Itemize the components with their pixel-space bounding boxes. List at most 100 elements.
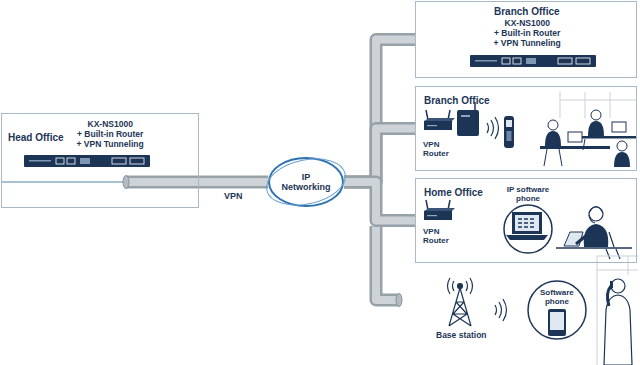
text-slot: Head Office — [8, 132, 64, 144]
pipe-inner — [199, 178, 268, 186]
device-port — [112, 158, 126, 164]
router-top — [424, 118, 455, 121]
pipe-outer — [344, 182, 415, 221]
text-slot: Software phone — [540, 288, 574, 306]
circle-outline — [503, 204, 553, 254]
person-arm — [607, 286, 611, 306]
office-heading: Branch Office — [424, 95, 490, 107]
device-detail — [29, 160, 51, 162]
device-detail — [475, 60, 497, 62]
pipe-inner — [344, 40, 415, 183]
pipe-end — [396, 294, 402, 307]
text-slot: KX-NS1000 — [88, 120, 133, 130]
device-body — [24, 155, 150, 167]
device-port — [80, 158, 90, 164]
signal-arc — [448, 278, 473, 294]
device-port — [130, 158, 144, 164]
pipe-connector — [344, 182, 415, 221]
pipe-end — [123, 176, 129, 189]
pbx-device — [470, 55, 596, 67]
router-top — [424, 208, 455, 211]
circle-ring — [504, 205, 552, 253]
worker-head — [591, 110, 601, 120]
pipe-inner — [376, 226, 399, 300]
phone-label: IP software phone — [500, 185, 556, 203]
network-label: IP Networking — [282, 172, 331, 193]
device-port — [558, 58, 572, 64]
office-box: Branch Office — [415, 86, 637, 171]
device-feature: + VPN Tunneling — [77, 140, 144, 150]
phone-screen — [550, 312, 564, 330]
mobile-user — [597, 256, 638, 365]
wave-arc — [487, 123, 489, 133]
device-label: Base station — [436, 331, 487, 341]
text-slot: IP Networking — [282, 172, 331, 193]
ellipse-swoosh — [262, 152, 349, 212]
text-slot: + VPN Tunneling — [77, 140, 144, 150]
worker-arm — [576, 234, 588, 244]
softphone-keys — [518, 219, 534, 227]
laptop-base — [506, 235, 548, 240]
text-slot: KX-NS1000 — [505, 19, 550, 29]
chair-legs — [544, 139, 585, 166]
person-head — [611, 279, 625, 293]
wave-arc — [491, 120, 494, 136]
base-station-tower — [448, 278, 473, 326]
office-heading: Home Office — [424, 187, 483, 199]
worker-body — [545, 131, 561, 146]
phone-label: Software phone — [540, 288, 574, 306]
device-feature: + Built-in Router — [77, 130, 143, 140]
desk — [540, 146, 610, 149]
device-port — [67, 158, 75, 164]
office-box: Home Office IP software phone — [415, 178, 637, 263]
worker-head — [548, 120, 558, 130]
text-slot: Home Office — [424, 187, 483, 199]
pipe-outer — [376, 226, 399, 300]
text-slot: + Built-in Router — [77, 130, 143, 140]
smartphone — [548, 309, 566, 336]
phone-body — [548, 309, 566, 336]
softphone-ui — [515, 215, 539, 231]
device-port — [526, 58, 536, 64]
pbx-device — [24, 155, 150, 167]
handset-body — [504, 116, 514, 148]
desk-line — [556, 247, 632, 249]
text-slot: Branch Office — [424, 95, 490, 107]
text-slot: + Built-in Router — [494, 29, 560, 39]
vpn-router — [424, 200, 455, 220]
building — [597, 256, 638, 365]
ellipse-ring — [269, 158, 343, 206]
device-feature: + VPN Tunneling — [494, 39, 561, 49]
worker-body — [614, 152, 630, 167]
desk — [580, 136, 636, 139]
monitor — [568, 132, 582, 142]
device-port — [576, 58, 590, 64]
pipe-outer — [344, 40, 415, 183]
pipe-connector — [344, 40, 415, 183]
edge-label: VPN — [223, 191, 244, 201]
device-port — [502, 58, 510, 64]
base-body — [457, 110, 479, 136]
device-model: KX-NS1000 — [505, 19, 550, 29]
home-worker — [556, 207, 632, 260]
pipe-inner — [344, 182, 415, 221]
pipe-inner — [126, 178, 199, 186]
wave-arc — [495, 117, 499, 139]
pipe-outer — [126, 176, 199, 189]
tower-frame — [449, 288, 471, 326]
dect-base-unit — [457, 102, 479, 136]
pipe-outer — [344, 129, 415, 183]
dect-handset — [504, 116, 514, 148]
office-heading: Branch Office — [494, 6, 560, 18]
wave-arc — [503, 299, 507, 321]
text-slot: Branch Office — [494, 6, 560, 18]
device-port — [513, 58, 521, 64]
wave-arc — [495, 305, 497, 315]
monitor — [612, 122, 626, 132]
worker-head — [617, 141, 627, 151]
text-slot: + VPN Tunneling — [494, 39, 561, 49]
device-label: VPN Router — [423, 227, 449, 245]
device-model: KX-NS1000 — [88, 120, 133, 130]
device-port — [56, 158, 64, 164]
held-phone — [610, 281, 613, 288]
